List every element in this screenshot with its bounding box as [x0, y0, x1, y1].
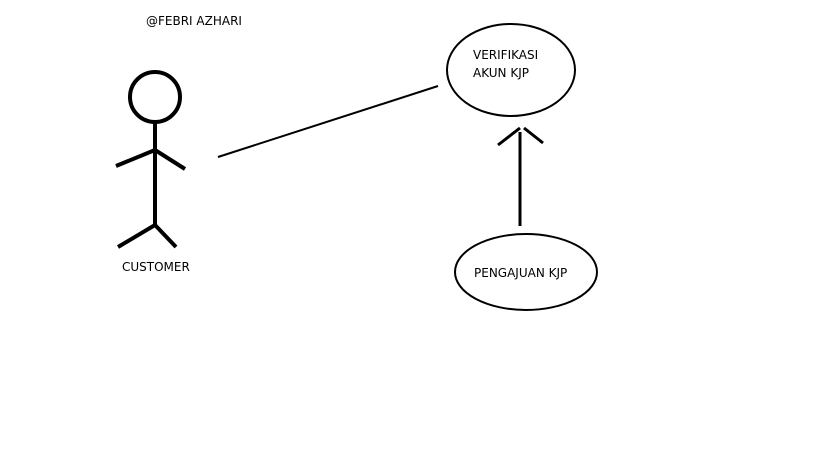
- actor-left-arm: [115, 148, 156, 168]
- arrow-head-right: [523, 126, 544, 145]
- use-case-verifikasi-label: VERIFIKASI AKUN KJP: [473, 46, 538, 82]
- use-case-verifikasi-line-1: VERIFIKASI: [473, 48, 539, 62]
- use-case-pengajuan-label: PENGAJUAN KJP: [474, 266, 568, 280]
- actor-left-leg: [116, 223, 157, 249]
- actor-stick-figure: [115, 70, 187, 249]
- include-arrow: [497, 126, 544, 226]
- actor-head: [128, 70, 182, 124]
- actor-right-arm: [153, 148, 187, 171]
- use-case-pengajuan-ellipse: [454, 233, 598, 311]
- arrow-head-left: [497, 126, 521, 147]
- use-case-verifikasi-ellipse: [446, 23, 576, 117]
- actor-label: CUSTOMER: [122, 260, 190, 274]
- actor-right-leg: [153, 223, 178, 249]
- use-case-verifikasi-line-2: AKUN KJP: [473, 66, 529, 80]
- author-label: @FEBRI AZHARI: [146, 14, 242, 28]
- association-line: [217, 85, 439, 158]
